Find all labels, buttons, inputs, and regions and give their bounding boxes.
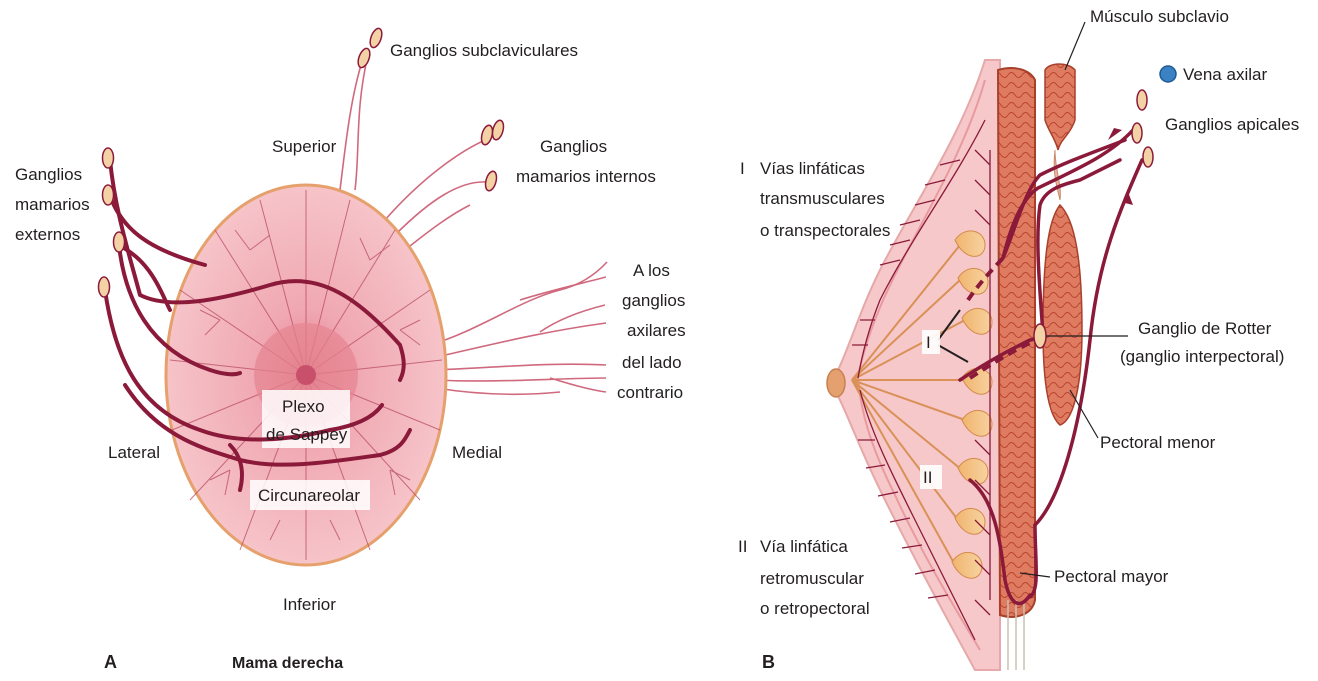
label-circumareolar: Circunareolar xyxy=(258,486,360,505)
label-roman-i: I xyxy=(926,333,931,352)
label-pathway-ii-1: Vía linfática xyxy=(760,537,848,556)
panel-title-a: Mama derecha xyxy=(232,655,343,672)
panel-a: Ganglios subclaviculares Superior Gangli… xyxy=(15,27,686,672)
label-pectoralis-major: Pectoral mayor xyxy=(1054,567,1169,586)
label-contralateral-3: axilares xyxy=(627,321,686,340)
label-rotter-1: Ganglio de Rotter xyxy=(1138,319,1272,338)
label-pathway-ii-2: retromuscular xyxy=(760,569,864,588)
label-pathway-i-1: Vías linfáticas xyxy=(760,159,865,178)
label-superior: Superior xyxy=(272,137,337,156)
nipple xyxy=(827,369,845,397)
label-medial: Medial xyxy=(452,443,502,462)
panel-b: Músculo subclavio Vena axilar Ganglios a… xyxy=(738,7,1299,672)
pectoralis-major xyxy=(998,68,1035,617)
axillary-vein-icon xyxy=(1160,66,1176,82)
label-subclavius: Músculo subclavio xyxy=(1090,7,1229,26)
label-contralateral-4: del lado xyxy=(622,353,682,372)
label-subclavicular-nodes: Ganglios subclaviculares xyxy=(390,41,578,60)
label-external-nodes-1: Ganglios xyxy=(15,165,82,184)
label-pathway-i-numeral: I xyxy=(740,159,745,178)
panel-label-b: B xyxy=(762,652,775,672)
label-pathway-ii-numeral: II xyxy=(738,537,747,556)
label-pathway-i-2: transmusculares xyxy=(760,189,885,208)
label-apical-nodes: Ganglios apicales xyxy=(1165,115,1299,134)
label-external-nodes-2: mamarios xyxy=(15,195,90,214)
label-pathway-i-3: o transpectorales xyxy=(760,221,890,240)
label-plexus-1: Plexo xyxy=(282,397,325,416)
label-inferior: Inferior xyxy=(283,595,336,614)
label-roman-ii: II xyxy=(923,468,932,487)
label-plexus-2: de Sappey xyxy=(266,425,348,444)
panel-label-a: A xyxy=(104,652,117,672)
label-axillary-vein: Vena axilar xyxy=(1183,65,1267,84)
label-rotter-2: (ganglio interpectoral) xyxy=(1120,347,1284,366)
label-contralateral-2: ganglios xyxy=(622,291,685,310)
label-lateral: Lateral xyxy=(108,443,160,462)
label-external-nodes-3: externos xyxy=(15,225,80,244)
label-contralateral-5: contrario xyxy=(617,383,683,402)
label-internal-nodes-1: Ganglios xyxy=(540,137,607,156)
label-pathway-ii-3: o retropectoral xyxy=(760,599,870,618)
label-contralateral-1: A los xyxy=(633,261,670,280)
subclavius-muscle xyxy=(1045,64,1075,150)
contralateral-lymphatics xyxy=(430,262,607,394)
label-internal-nodes-2: mamarios internos xyxy=(516,167,656,186)
label-pectoralis-minor: Pectoral menor xyxy=(1100,433,1216,452)
pectoralis-minor xyxy=(1043,205,1082,425)
